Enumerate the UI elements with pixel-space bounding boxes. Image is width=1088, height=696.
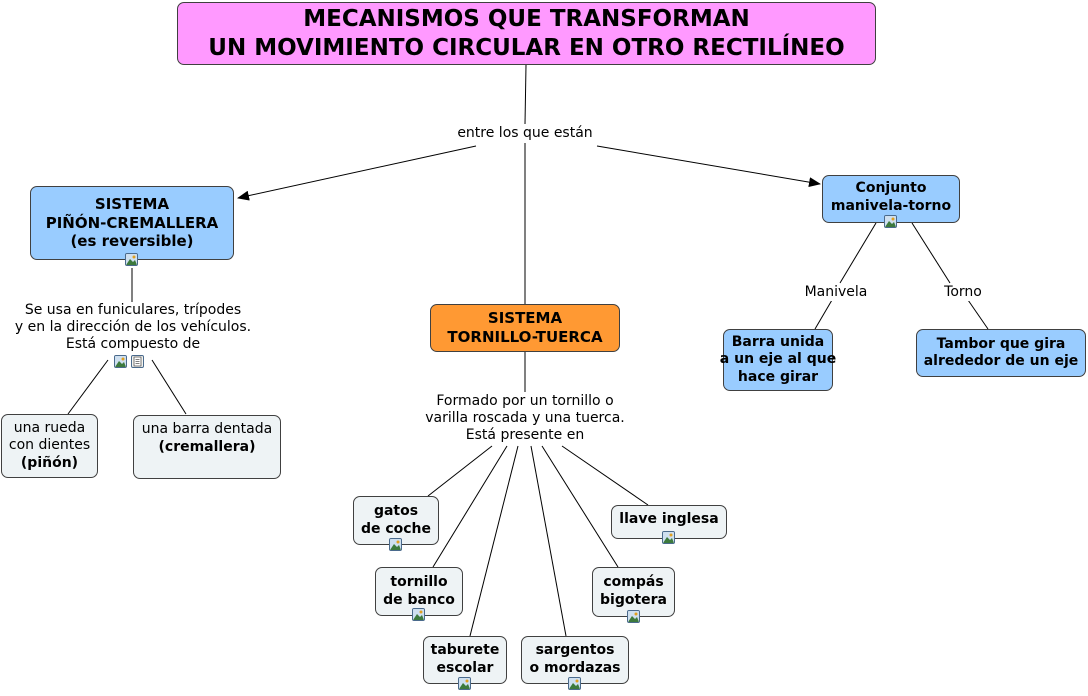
line-link-to-barra xyxy=(151,359,187,415)
banco-line-2: de banco xyxy=(383,591,455,608)
llave-line-1: llave inglesa xyxy=(619,511,719,527)
sargentos-line-2: o mordazas xyxy=(529,659,621,676)
barra-unida-line-2: a un eje al que xyxy=(719,351,837,368)
node-compas-bigotera: compás bigotera xyxy=(592,567,675,617)
title-line-1: MECANISMOS QUE TRANSFORMAN xyxy=(303,5,750,32)
node-taburete-escolar: taburete escolar xyxy=(423,636,507,684)
image-attachment-icon[interactable] xyxy=(627,610,640,623)
image-attachment-icon[interactable] xyxy=(389,538,402,551)
node-barra-dentada: una barra dentada (cremallera) xyxy=(133,415,281,479)
link-label-main-text: entre los que están xyxy=(457,125,593,141)
title-node: MECANISMOS QUE TRANSFORMAN UN MOVIMIENTO… xyxy=(177,2,876,65)
image-attachment-icon[interactable] xyxy=(662,531,675,544)
image-attachment-icon[interactable] xyxy=(114,355,127,368)
line-to-manivela-label xyxy=(839,222,877,284)
banco-line-1: tornillo xyxy=(390,574,448,590)
node-tornillo-tuerca: SISTEMA TORNILLO-TUERCA xyxy=(430,304,620,352)
arrow-to-pinon xyxy=(237,145,477,201)
node-sargentos-mordazas: sargentos o mordazas xyxy=(521,636,629,684)
barra-line-2: (cremallera) xyxy=(158,438,256,455)
manivela-line-2: manivela-torno xyxy=(830,197,952,214)
rueda-line-1: una rueda xyxy=(13,419,86,436)
node-tambor: Tambor que gira alrededor de un eje xyxy=(916,329,1086,377)
image-attachment-icon[interactable] xyxy=(884,215,897,228)
manivela-line-1: Conjunto xyxy=(855,180,927,196)
tornillo-link-line-2: varilla roscada y una tuerca. xyxy=(425,410,625,426)
node-rueda-dientes: una rueda con dientes (piñón) xyxy=(1,414,98,478)
line-to-sargentos xyxy=(530,445,567,637)
node-pinon-cremallera: SISTEMA PIÑÓN-CREMALLERA (es reversible) xyxy=(30,186,234,260)
line-manivela-to-barra-unida xyxy=(814,299,833,330)
compas-line-1: compás xyxy=(603,574,664,590)
pinon-line-2: PIÑÓN-CREMALLERA xyxy=(45,213,219,232)
pinon-line-3: (es reversible) xyxy=(70,232,194,251)
barra-unida-line-1: Barra unida xyxy=(731,333,825,350)
title-line-2: UN MOVIMIENTO CIRCULAR EN OTRO RECTILÍNE… xyxy=(208,34,845,61)
rueda-line-2: con dientes xyxy=(8,437,91,454)
node-tornillo-banco: tornillo de banco xyxy=(375,567,463,616)
tornillo-link-line-1: Formado por un tornillo o xyxy=(436,393,614,409)
line-to-llave xyxy=(561,445,649,506)
sargentos-line-1: sargentos xyxy=(535,642,615,658)
tornillo-line-2: TORNILLO-TUERCA xyxy=(447,328,603,346)
link-label-torno: Torno xyxy=(934,284,992,301)
pinon-link-line-2: y en la dirección de los vehículos. xyxy=(14,319,252,335)
link-label-manivela: Manivela xyxy=(800,284,872,301)
tornillo-line-1: SISTEMA xyxy=(487,309,563,328)
line-link-to-rueda xyxy=(67,359,109,415)
line-torno-to-tambor xyxy=(967,299,989,330)
link-label-tornillo: Formado por un tornillo o varilla roscad… xyxy=(405,393,645,444)
torno-link-text: Torno xyxy=(944,284,982,300)
line-to-torno-label xyxy=(911,222,951,284)
node-gatos-coche: gatos de coche xyxy=(353,496,439,545)
link-label-main: entre los que están xyxy=(445,125,605,142)
line-to-banco xyxy=(432,445,508,568)
image-attachment-icon[interactable] xyxy=(412,608,425,621)
tambor-line-2: alrededor de un eje xyxy=(923,353,1079,369)
rueda-line-3: (piñón) xyxy=(20,454,79,471)
line-to-gatos xyxy=(427,445,493,497)
image-attachment-icon[interactable] xyxy=(458,677,471,690)
arrow-to-manivela xyxy=(596,145,821,188)
tornillo-link-line-3: Está presente en xyxy=(465,427,585,443)
taburete-line-1: taburete xyxy=(430,642,500,658)
line-to-compas xyxy=(541,445,619,568)
image-attachment-icon[interactable] xyxy=(568,677,581,690)
tambor-line-1: Tambor que gira xyxy=(936,335,1066,352)
link-label-pinon: Se usa en funiculares, trípodes y en la … xyxy=(8,302,258,353)
manivela-link-text: Manivela xyxy=(804,284,868,300)
compas-line-2: bigotera xyxy=(600,591,667,608)
taburete-line-2: escolar xyxy=(436,659,494,676)
pinon-link-line-1: Se usa en funiculares, trípodes xyxy=(24,302,242,318)
gatos-line-1: gatos xyxy=(373,503,419,519)
line-title-to-label xyxy=(524,64,527,125)
gatos-line-2: de coche xyxy=(360,520,432,537)
document-attachment-icon[interactable] xyxy=(131,355,144,368)
pinon-link-line-3: Está compuesto de xyxy=(65,336,201,352)
barra-unida-line-3: hace girar xyxy=(737,368,819,385)
line-to-taburete xyxy=(469,445,519,637)
node-barra-unida: Barra unida a un eje al que hace girar xyxy=(719,329,837,391)
pinon-line-1: SISTEMA xyxy=(94,194,170,213)
image-attachment-icon[interactable] xyxy=(125,253,138,266)
barra-line-1: una barra dentada xyxy=(141,421,273,437)
